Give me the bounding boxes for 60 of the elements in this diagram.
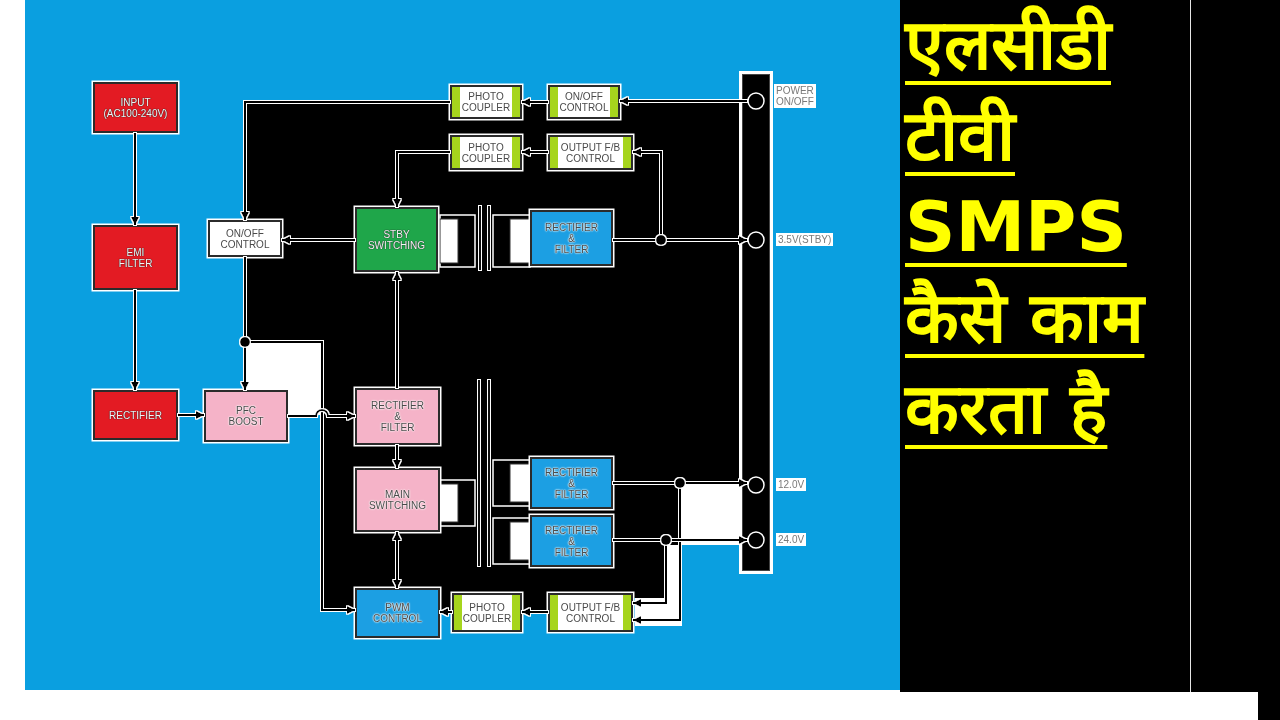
block-label: OUTPUT F/B CONTROL [559,601,622,624]
block-label: ON/OFF CONTROL [220,227,270,250]
block-label: PHOTO COUPLER [461,91,511,113]
process-box [355,468,440,532]
arrow [393,444,401,469]
arrow [393,531,401,589]
arrow [131,132,139,226]
block-label: EMI FILTER [118,246,153,269]
connector-terminal [747,531,765,549]
block-label: INPUT (AC100-240V) [102,96,169,119]
block-label: PFC BOOST [228,405,264,427]
process-box [355,388,440,445]
terminal-label: 12.0V [776,478,807,491]
arrow [393,151,451,208]
arrow [521,98,549,106]
arrow [521,148,549,156]
arrow [521,608,549,616]
process-box [450,135,522,170]
block-label: RECTIFIER & FILTER [545,524,598,558]
process-box [548,85,620,119]
process-box [548,593,633,632]
block-label: PWM CONTROL [373,602,422,624]
process-box [93,390,178,440]
title: एलसीडी टीवी SMPS कैसे काम करता है [905,3,1147,452]
process-box [208,220,282,257]
process-box [452,593,522,632]
process-box [530,210,613,266]
process-box [530,457,613,509]
arrow [287,409,356,420]
block-label: STBY SWITCHING [367,228,426,251]
arrow [241,101,451,221]
block-label: PHOTO COUPLER [462,601,512,624]
process-box [93,225,178,290]
block-label: RECTIFIER & FILTER [545,466,598,500]
arrow [131,289,139,391]
block-label: MAIN SWITCHING [368,489,427,511]
block-label: RECTIFIER & FILTER [545,221,598,255]
arrow [439,608,453,616]
connector-terminal [747,476,765,494]
arrow [177,411,205,419]
terminal-label: 3.5V(STBY) [776,233,834,246]
arrow [281,236,356,244]
connector-terminal [747,92,765,110]
block-label: RECTIFIER & FILTER [371,400,424,433]
process-box [204,390,288,442]
terminal-label: 24.0V [776,533,807,546]
terminal-label: POWER ON/OFF [774,84,816,108]
terminal-strip [740,72,772,573]
process-box [450,85,522,119]
process-box [548,135,633,170]
process-box [355,588,440,638]
process-box [355,207,438,272]
block-label: OUTPUT F/B CONTROL [559,141,622,164]
process-box [93,82,178,133]
process-box [530,515,613,567]
block-label: RECTIFIER [109,409,162,421]
block-label: PHOTO COUPLER [461,141,511,164]
connector-terminal [747,231,765,249]
arrow [393,271,401,389]
block-label: ON/OFF CONTROL [559,91,609,113]
